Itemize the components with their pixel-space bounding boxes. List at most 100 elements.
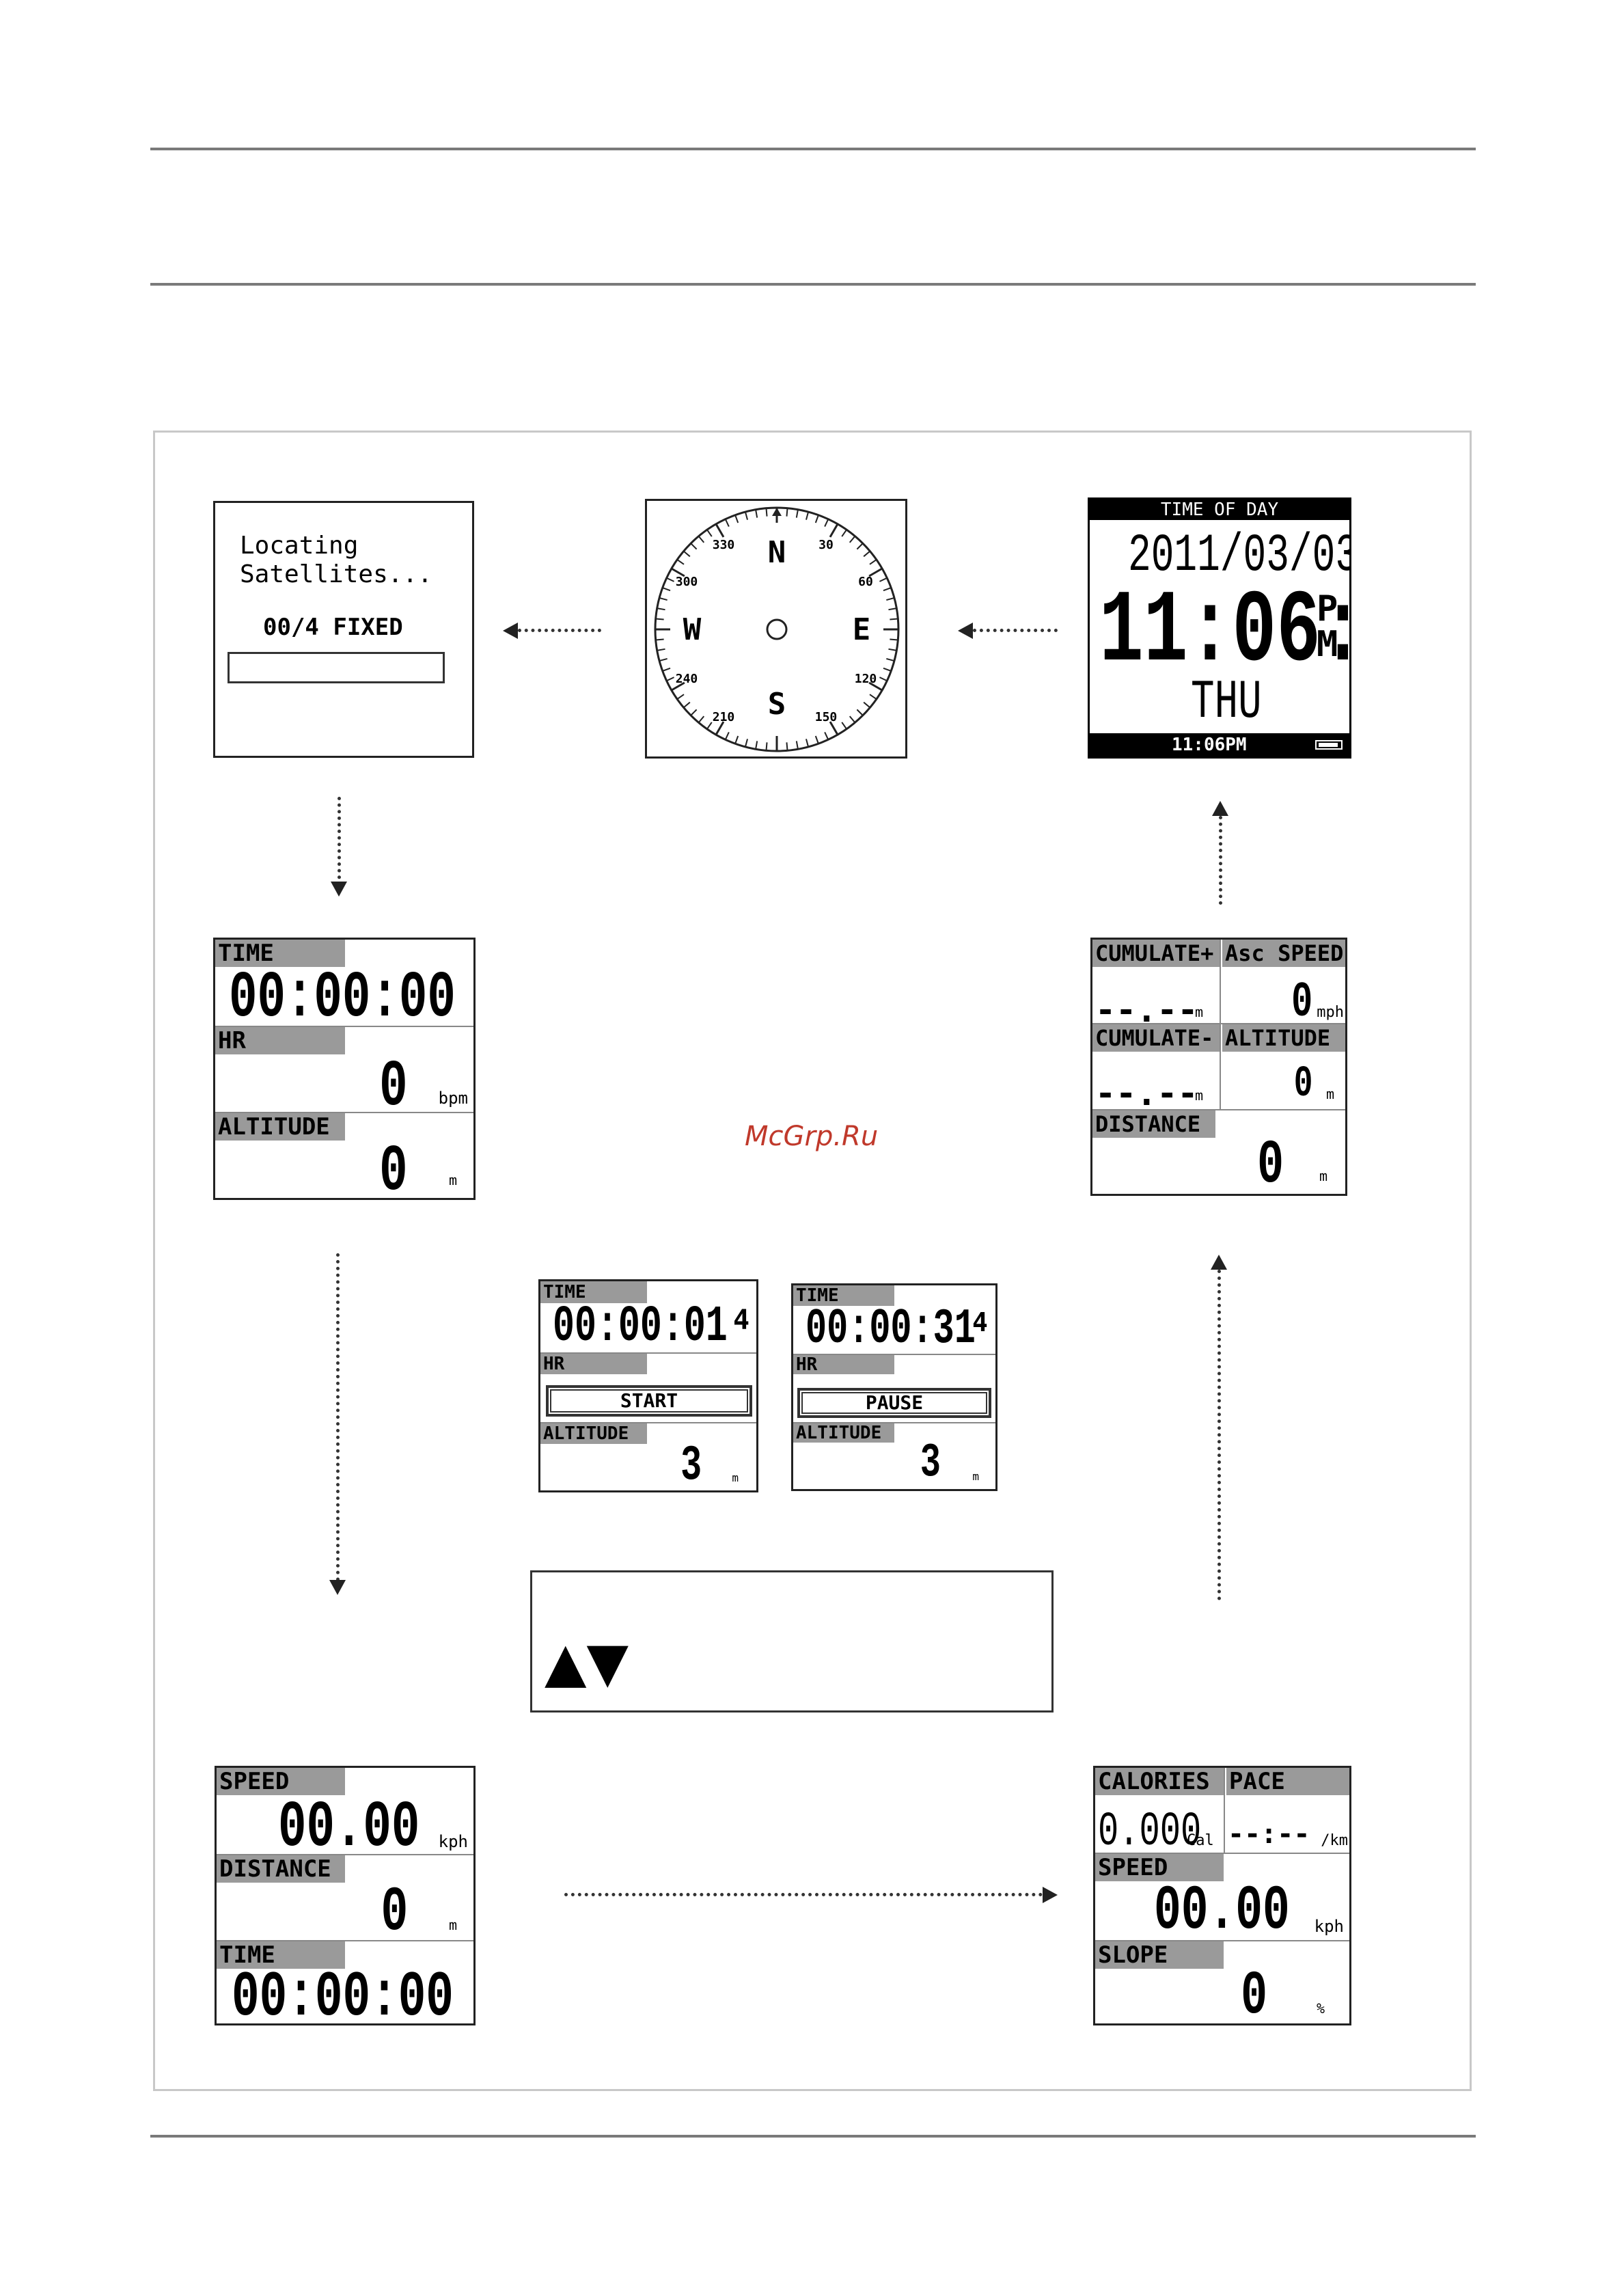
compass-tick bbox=[690, 709, 698, 716]
cumulate-minus-unit: m bbox=[1195, 1087, 1204, 1104]
speed-unit: kph bbox=[1314, 1917, 1344, 1936]
tod-day: THU bbox=[1191, 672, 1262, 734]
compass-tick bbox=[841, 529, 847, 537]
cumulate-minus-value: --.-- bbox=[1095, 1074, 1198, 1113]
compass-deg-120: 120 bbox=[855, 672, 877, 686]
divider bbox=[1220, 940, 1221, 1110]
compass-tick bbox=[890, 618, 898, 620]
compass-tick bbox=[666, 677, 674, 682]
pause-button[interactable]: PAUSE bbox=[797, 1388, 991, 1418]
distance-value: 0 bbox=[381, 1877, 408, 1948]
altitude-unit: m bbox=[972, 1470, 979, 1483]
compass-tick bbox=[849, 715, 856, 723]
time-label: TIME bbox=[540, 1281, 647, 1303]
compass-tick bbox=[744, 511, 749, 520]
speed-distance-screen: SPEED 00.00 kph DISTANCE 0 m TIME 00:00:… bbox=[215, 1766, 476, 2025]
compass-tick bbox=[863, 550, 870, 558]
start-button[interactable]: START bbox=[546, 1385, 752, 1417]
altitude-value: 3 bbox=[680, 1438, 702, 1492]
asc-speed-value: 0 bbox=[1291, 974, 1312, 1031]
arrow-head-up bbox=[1212, 801, 1228, 816]
top-rule bbox=[150, 148, 1476, 150]
compass-tick bbox=[814, 515, 819, 523]
compass-tick bbox=[698, 536, 705, 543]
compass-tick bbox=[683, 550, 691, 558]
compass-tick bbox=[715, 721, 725, 735]
cumulate-minus-label: CUMULATE- bbox=[1092, 1024, 1220, 1052]
compass-tick bbox=[883, 667, 892, 672]
compass-tick bbox=[662, 667, 671, 672]
compass-tick bbox=[683, 701, 691, 709]
hr-label: HR bbox=[540, 1354, 647, 1374]
compass-tick bbox=[671, 681, 685, 692]
distance-value: 0 bbox=[1257, 1131, 1284, 1196]
compass-tick bbox=[662, 587, 671, 592]
compass-tick bbox=[856, 543, 864, 550]
time-label: TIME bbox=[217, 1941, 345, 1969]
divider bbox=[217, 1940, 473, 1941]
compass-north: N bbox=[768, 535, 786, 570]
altitude-label: ALTITUDE bbox=[793, 1423, 894, 1443]
divider bbox=[215, 1026, 473, 1027]
compass-tick bbox=[755, 741, 758, 750]
compass-tick bbox=[698, 715, 705, 723]
tod-footer-time: 11:06PM bbox=[1172, 735, 1247, 755]
distance-unit: m bbox=[1319, 1168, 1327, 1184]
arrow-head-down bbox=[331, 882, 347, 897]
altitude-label: ALTITUDE bbox=[540, 1423, 647, 1444]
compass-tick bbox=[886, 597, 895, 601]
altitude-label: ALTITUDE bbox=[1222, 1024, 1345, 1052]
compass-tick bbox=[795, 509, 799, 518]
distance-label: DISTANCE bbox=[217, 1855, 345, 1883]
arrow-compass-to-satellite bbox=[518, 629, 601, 632]
time-value: 00:00:00 bbox=[229, 961, 456, 1035]
compass-tick bbox=[824, 732, 829, 740]
compass-tick bbox=[706, 722, 713, 730]
cumulate-screen: CUMULATE+ Asc SPEED --.-- m 0 mph CUMULA… bbox=[1090, 938, 1347, 1196]
compass-south: S bbox=[768, 687, 786, 722]
compass-tick bbox=[734, 735, 739, 744]
altitude-unit: m bbox=[448, 1172, 457, 1188]
compass-tick bbox=[886, 657, 895, 662]
compass-screen: N S W E 330 30 300 60 240 120 210 150 bbox=[645, 499, 907, 759]
fixed-status: 00/4 FIXED bbox=[263, 614, 403, 641]
compass-tick bbox=[869, 559, 877, 565]
tod-footer: 11:06PM bbox=[1090, 733, 1349, 756]
watermark: McGrp.Ru bbox=[745, 1121, 879, 1152]
compass-tick bbox=[657, 608, 665, 611]
slope-label: SLOPE bbox=[1095, 1941, 1224, 1969]
divider bbox=[217, 1854, 473, 1855]
compass-tick bbox=[724, 519, 730, 527]
divider bbox=[793, 1422, 995, 1423]
calories-label: CALORIES bbox=[1095, 1768, 1224, 1795]
compass-tick bbox=[671, 567, 685, 577]
compass-tick bbox=[655, 618, 664, 620]
compass-tick bbox=[883, 587, 892, 592]
compass-tick bbox=[888, 608, 897, 611]
compass-tick bbox=[868, 567, 883, 577]
compass-deg-240: 240 bbox=[676, 672, 698, 686]
slope-value: 0 bbox=[1241, 1962, 1267, 2025]
compass-tick bbox=[856, 709, 864, 716]
time-label: TIME bbox=[215, 940, 345, 967]
satellite-progress-bar bbox=[228, 652, 445, 683]
compass-deg-330: 330 bbox=[713, 538, 735, 552]
tod-date: 2011/03/03 bbox=[1128, 526, 1351, 586]
compass-tick bbox=[734, 515, 739, 523]
pace-unit: /km bbox=[1321, 1832, 1348, 1849]
compass-dial: N S W E 330 30 300 60 240 120 210 150 bbox=[654, 506, 900, 752]
compass-tick bbox=[786, 742, 788, 751]
compass-tick bbox=[814, 735, 819, 744]
compass-west: W bbox=[683, 612, 702, 647]
divider bbox=[1092, 1023, 1345, 1024]
tod-header: TIME OF DAY bbox=[1090, 500, 1349, 520]
altitude-value: 3 bbox=[920, 1436, 941, 1490]
compass-tick bbox=[879, 677, 887, 682]
compass-tick bbox=[795, 741, 799, 750]
time-hr-alt-screen: TIME 00:00:00 HR 0 bpm ALTITUDE 0 m bbox=[213, 938, 476, 1200]
divider bbox=[540, 1422, 756, 1423]
compass-tick bbox=[829, 721, 839, 735]
tod-ampm-m: M bbox=[1317, 624, 1338, 665]
cumulate-plus-unit: m bbox=[1195, 1004, 1204, 1020]
divider bbox=[540, 1352, 756, 1354]
